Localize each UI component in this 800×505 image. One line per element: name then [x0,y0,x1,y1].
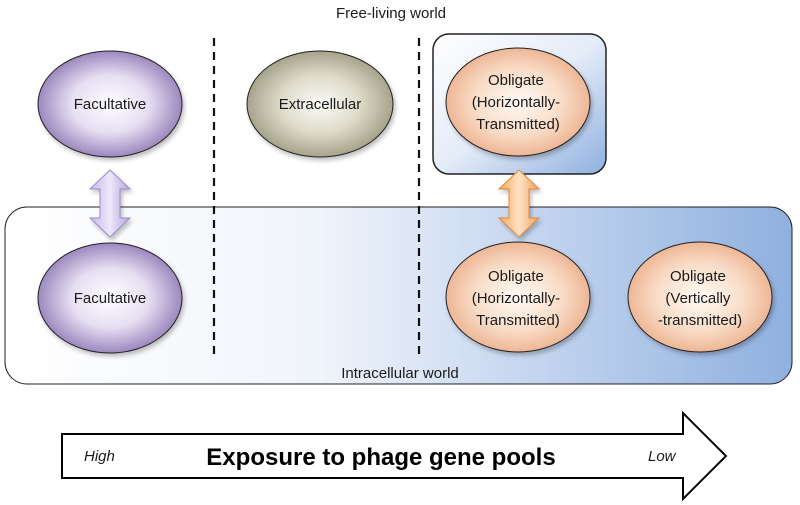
intracellular-world-label: Intracellular world [341,365,459,382]
free-living-world-label: Free-living world [336,5,446,22]
facultative-transition-arrow [88,169,132,238]
obligate-horizontal-bottom-label: Obligate (Horizontally- Transmitted) [472,268,565,329]
obligate-horizontal-top-node [445,47,591,157]
obligate-horizontal-bottom-node [445,241,591,353]
obligate-horizontal-top-label: Obligate (Horizontally- Transmitted) [472,72,565,133]
scale-high-label: High [84,448,115,465]
obligate-vertical-node [627,241,773,353]
obligate-vertical-label: Obligate (Vertically -transmitted) [658,268,742,329]
intracellular-world-panel [4,206,793,385]
facultative-bottom-label: Facultative [74,290,147,307]
scale-title: Exposure to phage gene pools [206,444,555,471]
facultative-top-node [37,50,183,158]
extracellular-node [246,50,394,158]
scale-low-label: Low [648,448,677,465]
obligate-transition-arrow [497,169,541,238]
extracellular-label: Extracellular [279,96,362,113]
facultative-top-label: Facultative [74,96,147,113]
exposure-scale-arrow [61,410,728,502]
facultative-bottom-node [37,242,183,354]
